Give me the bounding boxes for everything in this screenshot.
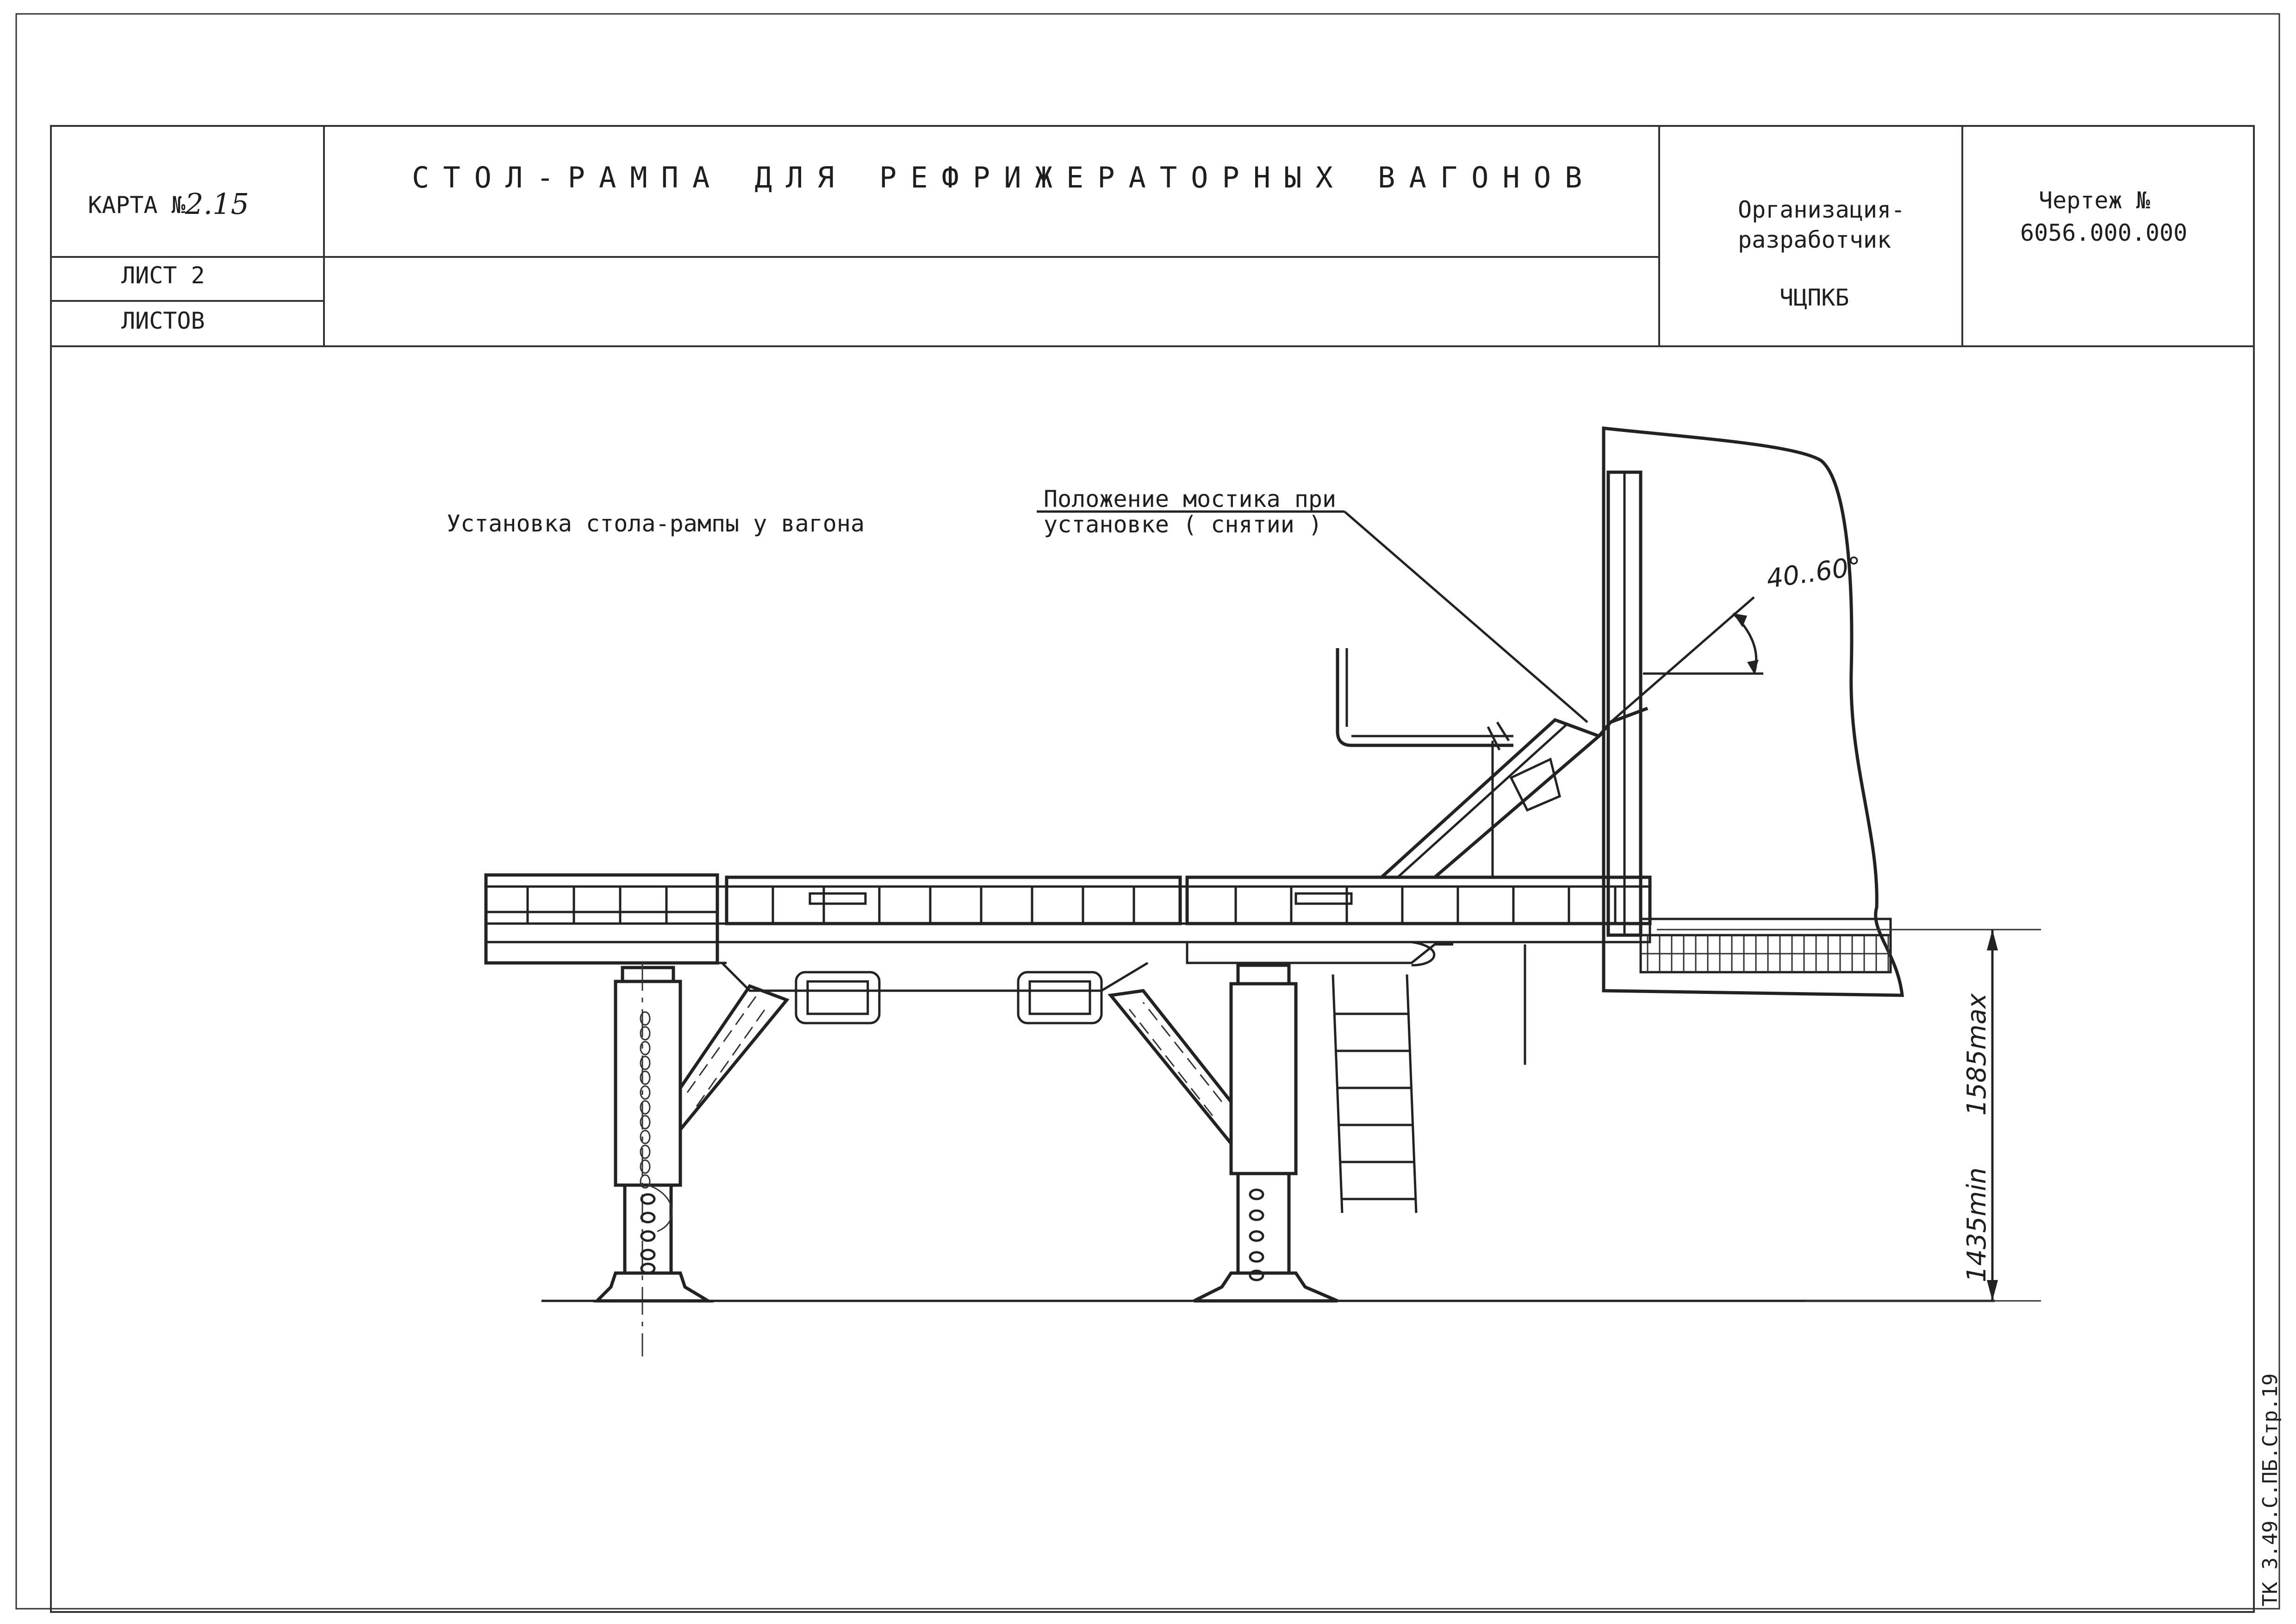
angle-dimension: 40..60° bbox=[1610, 551, 1863, 723]
leader-note-line2: установке ( снятии ) bbox=[1044, 511, 1322, 538]
cross-beam-boxes bbox=[795, 971, 1103, 1024]
angle-label: 40..60° bbox=[1765, 551, 1863, 594]
sheets-label: ЛИСТОВ bbox=[121, 307, 205, 334]
drawing-number-label: Чертеж № bbox=[2039, 187, 2150, 214]
ramp-deck bbox=[484, 873, 1652, 992]
height-dimension: 1435min 1585max bbox=[1657, 929, 2041, 1302]
drawing-title: СТОЛ-РАМПА ДЛЯ РЕФРИЖЕРАТОРНЫХ ВАГОНОВ bbox=[412, 161, 1596, 194]
left-support-leg bbox=[593, 963, 790, 1356]
handle-bar bbox=[1336, 648, 1513, 747]
org-name: ЧЦПКБ bbox=[1780, 284, 1849, 311]
drawing-frame bbox=[50, 125, 2255, 1613]
sheet-label: ЛИСТ 2 bbox=[121, 262, 205, 289]
bridge-position-callout: Положение мостика при установке ( снятии… bbox=[1037, 486, 1588, 723]
margin-stamp: ТК 3.49.С.ПБ.Стр.19 bbox=[2259, 1374, 2282, 1606]
org-label-line1: Организация- bbox=[1738, 196, 1905, 223]
height-max-label: 1585max bbox=[1962, 993, 1992, 1116]
height-min-label: 1435min bbox=[1962, 1168, 1992, 1282]
drawing-number: 6056.000.000 bbox=[2020, 219, 2187, 246]
card-number: 2.15 bbox=[185, 187, 249, 221]
wagon-body bbox=[1602, 426, 1904, 997]
view-caption: Установка стола-рампы у вагона bbox=[447, 510, 865, 537]
ladder bbox=[1332, 974, 1418, 1213]
title-block: КАРТА № 2.15 ЛИСТ 2 ЛИСТОВ СТОЛ-РАМПА ДЛ… bbox=[51, 126, 2254, 347]
page-border bbox=[15, 13, 2280, 1610]
org-label-line2: разработчик bbox=[1738, 226, 1891, 253]
card-label: КАРТА № bbox=[88, 192, 186, 219]
leader-note-line1: Положение мостика при bbox=[1044, 486, 1336, 512]
right-support-leg bbox=[1108, 963, 1338, 1303]
